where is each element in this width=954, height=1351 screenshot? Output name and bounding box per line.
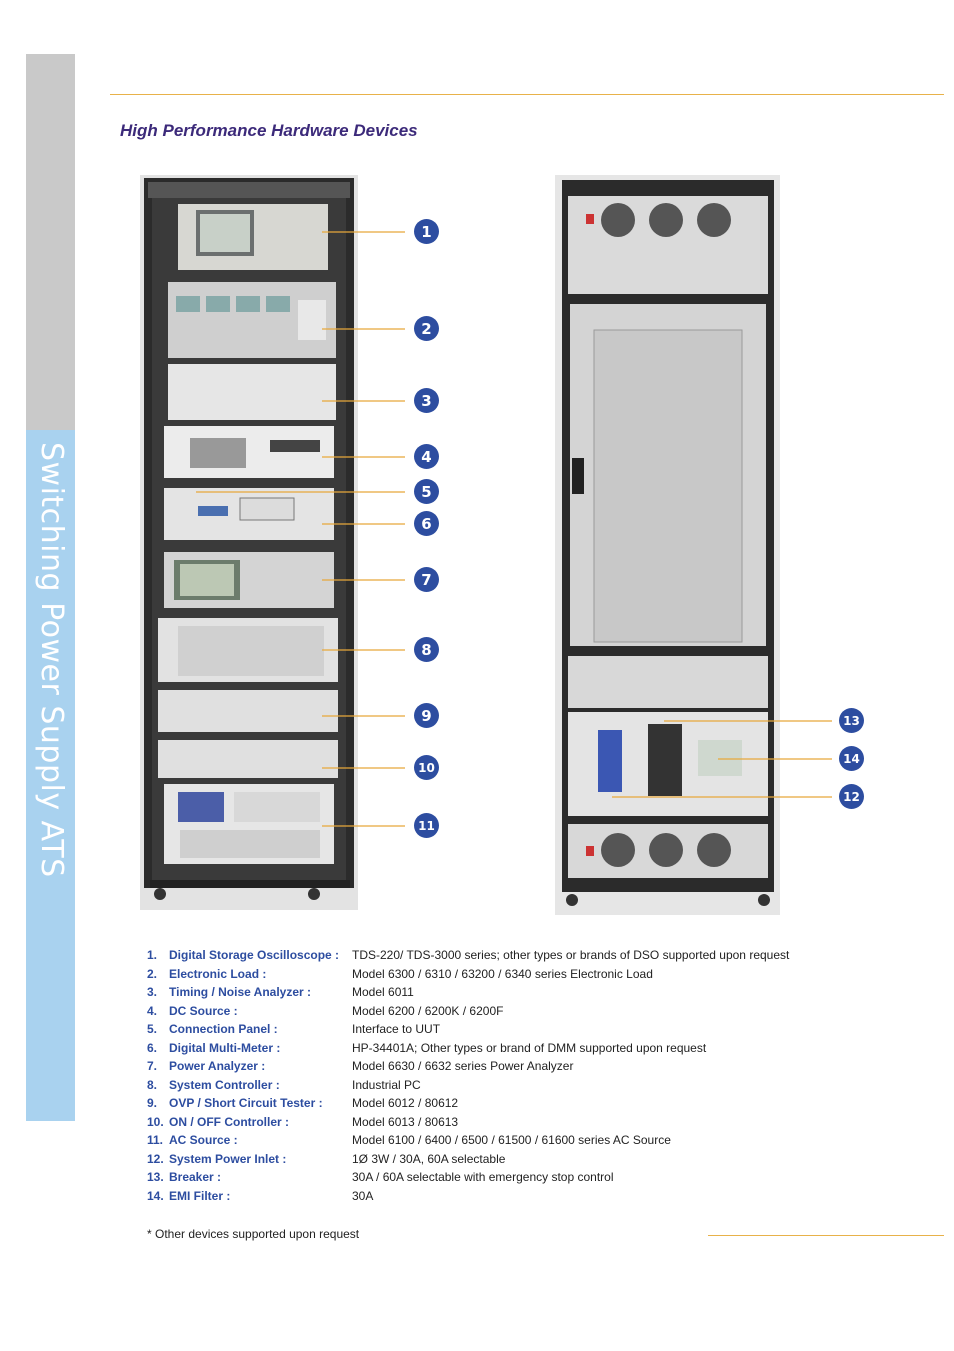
legend-description: Model 6013 / 80613 <box>352 1115 459 1129</box>
legend-label: Breaker : <box>169 1170 222 1184</box>
legend-label: System Controller : <box>169 1078 280 1092</box>
legend-number: 4. <box>147 1004 158 1018</box>
legend-number: 3. <box>147 985 158 999</box>
callout-badge: 6 <box>414 511 439 536</box>
callout-badge: 3 <box>414 388 439 413</box>
callout-badge: 8 <box>414 637 439 662</box>
legend-description: HP-34401A; Other types or brand of DMM s… <box>352 1041 707 1055</box>
callout-badge: 7 <box>414 567 439 592</box>
callout-badge: 5 <box>414 479 439 504</box>
legend-number: 2. <box>147 967 158 981</box>
legend-number: 10. <box>147 1115 164 1129</box>
legend-description: Interface to UUT <box>352 1022 441 1036</box>
legend-description: Model 6011 <box>352 985 414 999</box>
callout-badge: 4 <box>414 444 439 469</box>
callout-badge: 13 <box>839 708 864 733</box>
callout-badge: 9 <box>414 703 439 728</box>
legend-label: System Power Inlet : <box>169 1152 287 1166</box>
bottom-rule <box>708 1235 944 1236</box>
front-rack-image <box>140 175 358 910</box>
legend-description: Model 6012 / 80612 <box>352 1096 459 1110</box>
legend-number: 9. <box>147 1096 158 1110</box>
legend-label: Power Analyzer : <box>169 1059 266 1073</box>
legend-label: ON / OFF Controller : <box>169 1115 289 1129</box>
legend-label: DC Source : <box>169 1004 238 1018</box>
legend-description: Model 6200 / 6200K / 6200F <box>352 1004 504 1018</box>
legend-description: 30A <box>352 1189 374 1203</box>
callout-badge: 11 <box>414 813 439 838</box>
legend-description: 30A / 60A selectable with emergency stop… <box>352 1170 614 1184</box>
legend-label: Connection Panel : <box>169 1022 278 1036</box>
legend-description: Model 6300 / 6310 / 63200 / 6340 series … <box>352 967 653 981</box>
legend-description: 1Ø 3W / 30A, 60A selectable <box>352 1152 506 1166</box>
legend-label: Digital Storage Oscilloscope : <box>169 948 340 962</box>
sidebar-gray-band <box>26 54 75 430</box>
section-heading: High Performance Hardware Devices <box>120 121 418 140</box>
sidebar-title: Switching Power Supply ATS <box>34 442 69 878</box>
legend-number: 1. <box>147 948 158 962</box>
legend-description: Model 6630 / 6632 series Power Analyzer <box>352 1059 574 1073</box>
callout-badge: 2 <box>414 316 439 341</box>
legend-number: 13. <box>147 1170 164 1184</box>
footnote: * Other devices supported upon request <box>147 1227 360 1241</box>
legend-label: EMI Filter : <box>169 1189 231 1203</box>
legend-description: Model 6100 / 6400 / 6500 / 61500 / 61600… <box>352 1133 671 1147</box>
callout-badge: 10 <box>414 755 439 780</box>
callout-badge: 14 <box>839 746 864 771</box>
legend-number: 14. <box>147 1189 164 1203</box>
legend-label: OVP / Short Circuit Tester : <box>169 1096 323 1110</box>
legend-description: TDS-220/ TDS-3000 series; other types or… <box>352 948 790 962</box>
callout-badge: 12 <box>839 784 864 809</box>
legend-label: Electronic Load : <box>169 967 267 981</box>
legend-description: Industrial PC <box>352 1078 421 1092</box>
legend-number: 5. <box>147 1022 158 1036</box>
legend-label: Digital Multi-Meter : <box>169 1041 281 1055</box>
legend-label: Timing / Noise Analyzer : <box>169 985 312 999</box>
callout-badge: 1 <box>414 219 439 244</box>
rear-rack-image <box>555 175 780 915</box>
legend-number: 6. <box>147 1041 158 1055</box>
legend-label: AC Source : <box>169 1133 238 1147</box>
sidebar-blue-band <box>26 430 75 1121</box>
legend-number: 12. <box>147 1152 164 1166</box>
top-rule <box>110 94 944 95</box>
legend-number: 11. <box>147 1133 164 1147</box>
legend-number: 8. <box>147 1078 158 1092</box>
legend-number: 7. <box>147 1059 158 1073</box>
